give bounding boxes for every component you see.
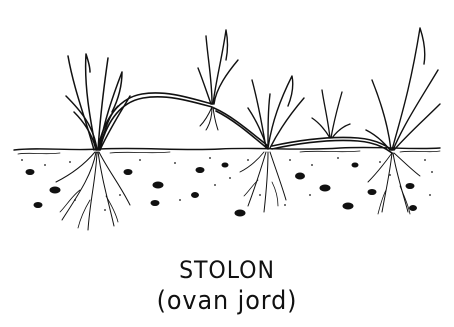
soil-stones xyxy=(26,163,417,216)
caption-subtitle: (ovan jord) xyxy=(18,286,436,316)
plant-node-2 xyxy=(312,90,350,138)
plant-node-1 xyxy=(198,30,238,130)
plant-right xyxy=(366,28,440,214)
stolon-runner xyxy=(98,93,392,153)
soil-surface xyxy=(14,147,440,154)
caption-title: STOLON xyxy=(18,256,436,284)
plant-left xyxy=(56,54,130,230)
